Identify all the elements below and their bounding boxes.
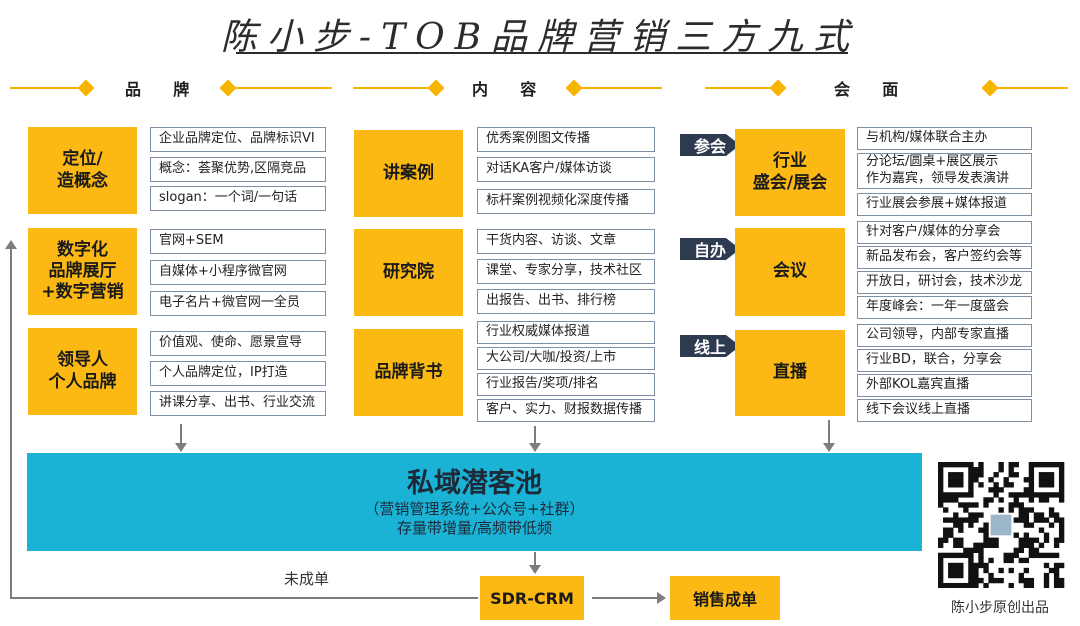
credit-text: 陈小步原创出品 [951,600,1049,616]
arrow-down-icon [529,426,541,452]
return-line-vertical [5,240,17,599]
return-line-horizontal [12,597,478,599]
list-item: 标杆案例视频化深度传播 [477,189,655,214]
page-title: 陈小步-TOB品牌营销三方九式 [220,17,860,58]
list-item: slogan：一个词/一句话 [150,186,326,211]
list-item: 企业品牌定位、品牌标识VI [150,127,326,152]
arrow-down-icon [823,420,835,452]
content-group-cases: 讲案例 [354,130,463,217]
meeting-group-meeting: 会议 [735,228,845,316]
content-group-research: 研究院 [354,229,463,316]
section-line-brand-left [10,87,80,89]
list-item: 自媒体+小程序微官网 [150,260,326,285]
section-line-content-right [580,87,662,89]
tag-online: 线上 [680,335,740,357]
deal-box: 销售成单 [670,576,780,620]
list-item: 电子名片+微官网一全员 [150,291,326,316]
list-item: 线下会议线上直播 [857,399,1032,422]
brand-group-positioning: 定位/ 造概念 [28,127,137,214]
list-item: 课堂、专家分享，技术社区 [477,259,655,284]
list-item: 外部KOL嘉宾直播 [857,374,1032,397]
list-item: 官网+SEM [150,229,326,254]
list-item: 对话KA客户/媒体访谈 [477,157,655,182]
list-item: 出报告、出书、排行榜 [477,289,655,314]
pool-line-1: （营销管理系统+公众号+社群） [364,500,585,518]
arrow-down-icon [175,424,187,452]
qr-code-icon [932,462,1070,589]
list-item: 大公司/大咖/投资/上市 [477,347,655,370]
section-line-meeting-left [705,87,775,89]
list-item: 年度峰会：一年一度盛会 [857,296,1032,319]
list-item: 行业报告/奖项/排名 [477,373,655,396]
list-item: 个人品牌定位，IP打造 [150,361,326,386]
list-item: 新品发布会，客户签约会等 [857,246,1032,269]
brand-group-leader: 领导人 个人品牌 [28,328,137,415]
list-item: 分论坛/圆桌+展区展示 作为嘉宾，领导发表演讲 [857,153,1032,189]
tag-attend: 参会 [680,134,740,156]
arrow-right-icon [592,592,666,604]
title-underline [236,52,848,54]
list-item: 概念：荟聚优势,区隔竞品 [150,157,326,182]
arrow-down-icon [529,552,541,574]
section-line-meeting-right [996,87,1068,89]
diamond-icon [77,79,95,97]
list-item: 行业展会参展+媒体报道 [857,193,1032,216]
list-item: 优秀案例图文传播 [477,127,655,152]
pool-title: 私域潜客池 [407,468,542,499]
section-label-content: 内 容 [472,80,539,99]
list-item: 干货内容、访谈、文章 [477,229,655,254]
list-item: 与机构/媒体联合主办 [857,127,1032,150]
section-label-brand: 品 牌 [125,80,192,99]
sdr-crm-box: SDR-CRM [480,576,584,620]
tag-self-hosted: 自办 [680,238,740,260]
list-item: 公司领导，内部专家直播 [857,324,1032,347]
content-group-endorsement: 品牌背书 [354,329,463,416]
meeting-group-conference: 行业 盛会/展会 [735,129,845,216]
list-item: 针对客户/媒体的分享会 [857,221,1032,244]
list-item: 开放日，研讨会，技术沙龙 [857,271,1032,294]
list-item: 行业BD，联合，分享会 [857,349,1032,372]
pool-line-2: 存量带增量/高频带低频 [396,519,553,537]
section-line-brand-right [234,87,332,89]
list-item: 行业权威媒体报道 [477,321,655,344]
pool-subtitle: （营销管理系统+公众号+社群） 存量带增量/高频带低频 [27,500,922,538]
section-line-content-left [353,87,433,89]
list-item: 价值观、使命、愿景宣导 [150,331,326,356]
list-item: 客户、实力、财报数据传播 [477,399,655,422]
diamond-icon [427,79,445,97]
meeting-group-livestream: 直播 [735,330,845,416]
list-item: 讲课分享、出书、行业交流 [150,391,326,416]
section-label-meeting: 会 面 [834,80,901,99]
private-pool-box: 私域潜客池 （营销管理系统+公众号+社群） 存量带增量/高频带低频 [27,453,922,551]
diamond-icon [769,79,787,97]
not-deal-label: 未成单 [284,570,330,588]
brand-group-digital: 数字化 品牌展厅 +数字营销 [28,228,137,315]
